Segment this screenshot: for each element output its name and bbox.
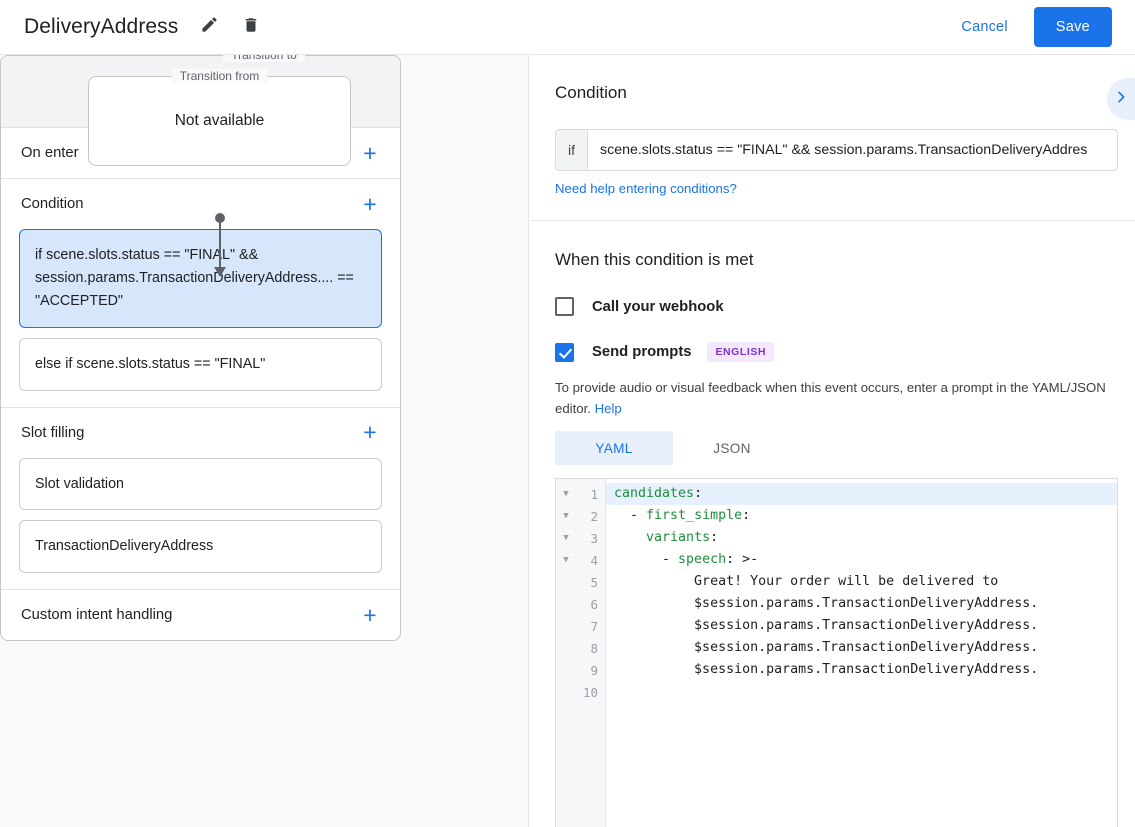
delete-button[interactable] — [234, 10, 268, 44]
expand-panel-button[interactable] — [1107, 78, 1135, 120]
line-number: 10 — [582, 684, 598, 700]
edit-button[interactable] — [192, 10, 226, 44]
line-number: 3 — [590, 530, 598, 546]
gutter-line: 9 — [556, 659, 605, 681]
call-webhook-label: Call your webhook — [592, 298, 724, 315]
add-slot-filling-button[interactable]: + — [363, 419, 377, 445]
section-condition: Condition + if scene.slots.status == "FI… — [1, 179, 400, 408]
section-header-on-enter[interactable]: On enter + — [1, 128, 400, 178]
connector-line — [219, 218, 221, 270]
section-title-custom-intent-handling: Custom intent handling — [21, 607, 173, 624]
section-title-on-enter: On enter — [21, 145, 79, 161]
add-on-enter-button[interactable]: + — [363, 139, 377, 166]
code-line[interactable]: - speech: >- — [614, 552, 759, 567]
send-prompts-checkbox[interactable] — [555, 342, 574, 362]
language-badge: ENGLISH — [707, 342, 775, 362]
section-header-condition[interactable]: Condition + — [1, 179, 400, 229]
editor-tab-strip: YAML JSON — [555, 431, 791, 465]
code-line[interactable]: Great! Your order will be delivered to — [614, 574, 999, 589]
line-number: 7 — [590, 618, 598, 634]
line-number: 5 — [590, 574, 598, 590]
prompts-helper-text: To provide audio or visual feedback when… — [555, 377, 1120, 419]
code-line[interactable]: $session.params.TransactionDeliveryAddre… — [614, 662, 1039, 677]
condition-if-prefix: if — [556, 130, 588, 170]
gutter-line: ▼4 — [556, 549, 605, 571]
when-condition-met-block: When this condition is met Call your web… — [555, 250, 1130, 419]
line-number: 1 — [590, 486, 598, 502]
line-number: 8 — [590, 640, 598, 656]
condition-item-selected[interactable]: if scene.slots.status == "FINAL" && sess… — [19, 229, 382, 328]
section-header-slot-filling[interactable]: Slot filling + — [1, 408, 400, 458]
code-line[interactable] — [606, 681, 1117, 703]
code-line[interactable]: $session.params.TransactionDeliveryAddre… — [614, 596, 1039, 611]
tab-json[interactable]: JSON — [713, 440, 751, 456]
transition-from-card[interactable]: Transition from Not available — [88, 69, 351, 166]
condition-expression-input[interactable] — [588, 130, 1117, 170]
webhook-row: Call your webhook — [555, 297, 1130, 316]
line-number: 6 — [590, 596, 598, 612]
send-prompts-row: Send prompts ENGLISH — [555, 342, 1130, 362]
slot-validation-item[interactable]: Slot validation — [19, 457, 382, 511]
left-graph-pane: Transition from Not available Transition… — [0, 55, 529, 827]
fold-triangle-icon[interactable]: ▼ — [563, 489, 569, 499]
section-title-slot-filling: Slot filling — [21, 424, 85, 441]
code-line[interactable]: $session.params.TransactionDeliveryAddre… — [614, 618, 1039, 633]
line-number: 4 — [590, 552, 598, 568]
line-number: 9 — [590, 662, 598, 678]
gutter-line: 10 — [556, 681, 605, 703]
condition-list: if scene.slots.status == "FINAL" && sess… — [1, 229, 400, 407]
page-title: DeliveryAddress — [24, 15, 179, 38]
transition-from-value: Not available — [174, 112, 265, 129]
condition-input-group: if — [555, 129, 1118, 171]
chevron-right-icon — [1113, 89, 1129, 110]
fold-triangle-icon[interactable]: ▼ — [563, 555, 569, 565]
fold-triangle-icon[interactable]: ▼ — [563, 533, 569, 543]
gutter-line: 8 — [556, 637, 605, 659]
pane-divider — [530, 220, 1135, 221]
when-met-heading: When this condition is met — [555, 250, 754, 269]
prompts-helper-sentence: To provide audio or visual feedback when… — [555, 380, 1106, 417]
section-custom-intent-handling: Custom intent handling + — [1, 590, 400, 640]
pencil-icon — [200, 15, 219, 39]
right-detail-pane: Condition if Need help entering conditio… — [530, 55, 1135, 827]
send-prompts-label: Send prompts — [592, 344, 692, 360]
slot-filling-list: Slot validation TransactionDeliveryAddre… — [1, 457, 400, 590]
fold-triangle-icon[interactable]: ▼ — [563, 511, 569, 521]
code-line[interactable]: $session.params.TransactionDeliveryAddre… — [614, 640, 1039, 655]
editor-code-area[interactable]: candidates: - first_simple: variants: - … — [606, 479, 1117, 827]
transition-from-legend: Transition from — [171, 69, 268, 83]
condition-item-else-if[interactable]: else if scene.slots.status == "FINAL" — [19, 337, 382, 391]
condition-help-link[interactable]: Need help entering conditions? — [555, 181, 737, 196]
tab-yaml[interactable]: YAML — [555, 431, 673, 465]
condition-block: Condition if Need help entering conditio… — [555, 83, 1125, 198]
call-webhook-checkbox[interactable] — [555, 297, 574, 316]
condition-heading: Condition — [555, 83, 627, 102]
code-line[interactable]: variants: — [646, 530, 719, 545]
prompts-help-link[interactable]: Help — [594, 401, 622, 417]
gutter-line: ▼3 — [556, 527, 605, 549]
gutter-line: 5 — [556, 571, 605, 593]
slot-item-transaction-delivery-address[interactable]: TransactionDeliveryAddress — [19, 520, 382, 574]
gutter-line: 7 — [556, 615, 605, 637]
add-custom-intent-button[interactable]: + — [363, 601, 377, 628]
cancel-button[interactable]: Cancel — [949, 10, 1019, 44]
top-app-bar: DeliveryAddress Cancel Save — [0, 0, 1135, 55]
section-header-custom-intent-handling[interactable]: Custom intent handling + — [1, 590, 400, 640]
add-condition-button[interactable]: + — [363, 190, 377, 217]
gutter-line: ▼1 — [556, 483, 605, 505]
trash-icon — [242, 16, 260, 39]
section-on-enter: On enter + — [1, 128, 400, 179]
gutter-line: ▼2 — [556, 505, 605, 527]
gutter-line: 6 — [556, 593, 605, 615]
line-number: 2 — [590, 508, 598, 524]
section-title-condition: Condition — [21, 196, 84, 212]
save-button[interactable]: Save — [1033, 7, 1112, 47]
connector-arrow-icon — [214, 267, 226, 277]
code-line[interactable]: candidates: — [606, 483, 1117, 505]
code-line[interactable]: - first_simple: — [614, 508, 751, 523]
section-slot-filling: Slot filling + Slot validation Transacti… — [1, 408, 400, 591]
transition-to-legend: Transition to — [223, 55, 305, 62]
